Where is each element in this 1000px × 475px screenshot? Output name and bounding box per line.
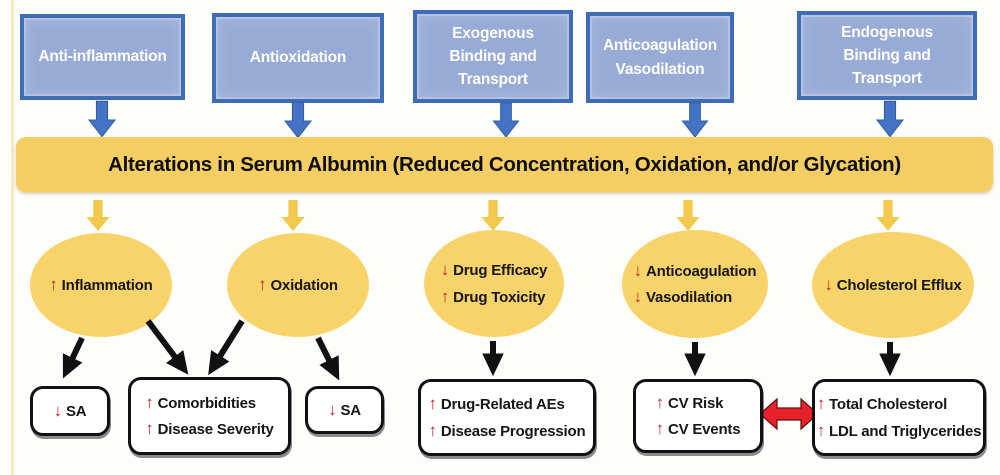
up-arrow-icon: ↑ xyxy=(428,394,438,414)
up-arrow-icon: ↑ xyxy=(440,286,450,306)
top-box-label: Anticoagulation Vasodilation xyxy=(602,37,718,78)
ellipse-line: ↑Inflammation xyxy=(49,272,152,298)
ellipse-line: ↓Cholesterol Efflux xyxy=(824,272,961,298)
box-text: SA xyxy=(340,401,361,419)
box-line: ↑Disease Progression xyxy=(429,418,586,444)
top-box-anticoagulation-vasodilation: Anticoagulation Vasodilation xyxy=(586,12,734,103)
gold-down-arrow-icon xyxy=(86,200,110,231)
top-box-endogenous-binding: Endogenous Binding and Transport xyxy=(797,11,977,100)
blue-down-arrow-icon xyxy=(88,100,116,138)
box-text: CV Risk xyxy=(667,394,724,412)
down-arrow-icon: ↓ xyxy=(824,274,833,294)
box-line: ↑CV Risk xyxy=(656,390,741,416)
ellipse-text: Vasodilation xyxy=(645,289,732,306)
ellipse-line: ↓Anticoagulation xyxy=(634,258,757,284)
arrow-inflammation-to-sa xyxy=(62,336,85,379)
ellipse-text: Oxidation xyxy=(270,276,338,294)
ellipse-line: ↑Drug Toxicity xyxy=(441,284,547,310)
ellipse-line: ↑Oxidation xyxy=(258,272,338,298)
ellipse-anticoagulation-vasodilation: ↓Anticoagulation ↓Vasodilation xyxy=(622,230,768,338)
up-arrow-icon: ↑ xyxy=(145,419,154,438)
box-line: ↑Disease Severity xyxy=(145,416,274,442)
left-border-line xyxy=(11,0,14,475)
bottom-box-cv-risk: ↑CV Risk ↑CV Events xyxy=(633,379,763,453)
arrow-oxidation-to-comorbidities xyxy=(208,319,245,376)
box-text: Drug-Related AEs xyxy=(440,396,565,414)
blue-down-arrow-icon xyxy=(681,102,709,138)
bottom-box-drug-related-aes: ↑Drug-Related AEs ↑Disease Progression xyxy=(418,379,596,456)
down-arrow-icon: ↓ xyxy=(440,260,450,280)
ellipse-oxidation: ↑Oxidation xyxy=(227,233,369,337)
ellipse-text: Anticoagulation xyxy=(645,262,757,280)
box-text: CV Events xyxy=(667,421,741,438)
box-text: Total Cholesterol xyxy=(829,396,948,414)
bottom-box-comorbidities: ↑Comorbidities ↑Disease Severity xyxy=(128,377,291,455)
ellipse-drug-efficacy-toxicity: ↓Drug Efficacy ↑Drug Toxicity xyxy=(424,230,564,337)
ellipse-text: Drug Toxicity xyxy=(453,288,546,306)
ellipse-text: Inflammation xyxy=(61,276,153,294)
ellipse-line: ↓Vasodilation xyxy=(634,284,757,310)
bottom-box-total-cholesterol: ↑Total Cholesterol ↑LDL and Triglyceride… xyxy=(812,379,986,456)
top-box-label: Exogenous Binding and Transport xyxy=(449,24,537,89)
bottom-box-sa-right: ↓SA xyxy=(305,386,384,434)
ellipse-cholesterol-efflux: ↓Cholesterol Efflux xyxy=(812,232,974,338)
banner-text: Alterations in Serum Albumin (Reduced Co… xyxy=(108,152,901,176)
gold-down-arrow-icon xyxy=(481,200,505,231)
box-text: Comorbidities xyxy=(157,394,256,412)
down-arrow-icon: ↓ xyxy=(633,287,643,306)
top-box-label: Anti-inflammation xyxy=(38,48,167,66)
top-box-label: Antioxidation xyxy=(249,49,347,67)
ellipse-text: Drug Efficacy xyxy=(453,262,548,280)
ellipse-text: Cholesterol Efflux xyxy=(836,276,962,294)
blue-down-arrow-icon xyxy=(284,101,312,139)
up-arrow-icon: ↑ xyxy=(145,392,154,412)
up-arrow-icon: ↑ xyxy=(816,394,826,414)
box-line: ↑CV Events xyxy=(656,416,741,442)
top-box-label: Endogenous Binding and Transport xyxy=(841,23,933,88)
ellipse-inflammation: ↑Inflammation xyxy=(30,233,172,337)
box-line: ↑Comorbidities xyxy=(145,390,273,416)
box-text: Disease Progression xyxy=(440,422,586,440)
ellipse-line: ↓Drug Efficacy xyxy=(440,257,548,283)
banner-alterations-serum-albumin: Alterations in Serum Albumin (Reduced Co… xyxy=(16,137,993,192)
down-arrow-icon: ↓ xyxy=(328,399,337,419)
box-line: ↑Total Cholesterol xyxy=(817,391,982,417)
box-line: ↑Drug-Related AEs xyxy=(429,391,586,417)
top-box-antioxidation: Antioxidation xyxy=(212,13,384,103)
up-arrow-icon: ↑ xyxy=(655,419,665,438)
up-arrow-icon: ↑ xyxy=(258,274,267,294)
arrow-oxidation-to-sa xyxy=(315,336,340,381)
up-arrow-icon: ↑ xyxy=(428,420,438,440)
gold-down-arrow-icon xyxy=(676,200,700,231)
top-box-exogenous-binding: Exogenous Binding and Transport xyxy=(413,10,573,103)
box-line: ↑LDL and Triglycerides xyxy=(817,418,982,444)
red-double-arrow-icon xyxy=(759,397,819,431)
box-text: LDL and Triglycerides xyxy=(829,422,982,440)
down-arrow-icon: ↓ xyxy=(633,260,643,280)
box-text: SA xyxy=(65,402,87,420)
box-line: ↓SA xyxy=(54,398,87,424)
box-line: ↓SA xyxy=(328,397,361,423)
up-arrow-icon: ↑ xyxy=(655,392,665,412)
gold-down-arrow-icon xyxy=(876,200,900,231)
blue-down-arrow-icon xyxy=(492,102,520,138)
arrow-inflammation-to-comorbidities xyxy=(145,319,189,375)
blue-down-arrow-icon xyxy=(876,100,904,138)
up-arrow-icon: ↑ xyxy=(816,420,826,440)
box-text: Disease Severity xyxy=(157,421,274,438)
up-arrow-icon: ↑ xyxy=(49,274,58,294)
top-box-anti-inflammation: Anti-inflammation xyxy=(20,14,185,100)
gold-down-arrow-icon xyxy=(281,200,305,231)
bottom-box-sa-left: ↓SA xyxy=(30,386,110,436)
down-arrow-icon: ↓ xyxy=(53,400,63,420)
